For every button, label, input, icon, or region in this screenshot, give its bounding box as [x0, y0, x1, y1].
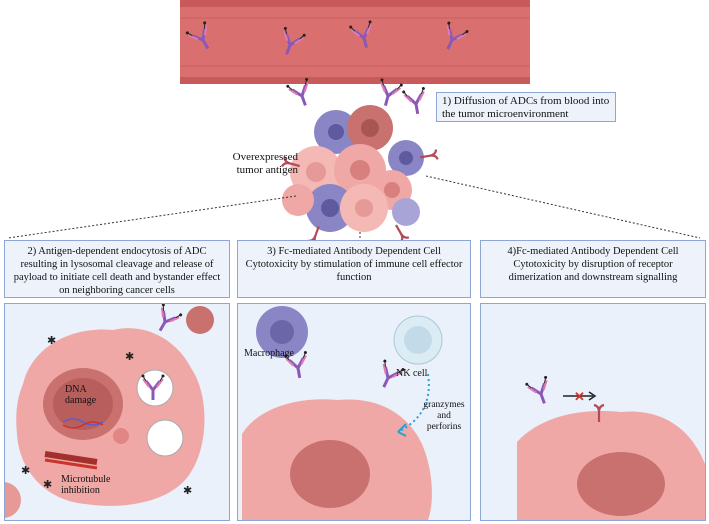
- overexpressed-antigen-label: Overexpressed tumor antigen: [232, 151, 298, 176]
- svg-text:✱: ✱: [183, 485, 192, 497]
- tumor-cluster: [282, 105, 424, 232]
- granzymes-label: granzymes and perforins: [423, 400, 465, 432]
- dna-damage-label: DNA damage: [65, 384, 97, 406]
- diffusing-adc-3: [400, 85, 431, 118]
- panel3-header: 3) Fc-mediated Antibody Dependent Cell C…: [237, 240, 471, 298]
- panel4-header: 4)Fc-mediated Antibody Dependent Cell Cy…: [480, 240, 706, 298]
- svg-text:✱: ✱: [43, 479, 52, 491]
- svg-text:✱: ✱: [21, 465, 30, 477]
- svg-text:✱: ✱: [47, 335, 56, 347]
- microtubule-label: Microtubule inhibition: [61, 474, 111, 496]
- svg-text:✕: ✕: [574, 389, 585, 404]
- panel3: Macrophage NK cell granzymes and perfori…: [237, 303, 471, 521]
- step1-label: 1) Diffusion of ADCs from blood into the…: [436, 92, 616, 122]
- panel2-illustration: ✱ ✱ ✱ ✱ ✱: [5, 304, 214, 518]
- blood-vessel: [180, 0, 530, 84]
- macrophage-label: Macrophage: [244, 348, 294, 359]
- panel2-header: 2) Antigen-dependent endocytosis of ADC …: [4, 240, 230, 298]
- nk-cell-label: NK cell: [396, 368, 428, 379]
- panel2: ✱ ✱ ✱ ✱ ✱ DNA damage Microtubule inhibit…: [4, 303, 230, 521]
- panel4-illustration: ✕: [517, 374, 705, 520]
- connector-lines: [7, 175, 701, 239]
- panel3-illustration: [242, 306, 443, 520]
- panel4: ✕: [480, 303, 706, 521]
- svg-text:✱: ✱: [125, 351, 134, 363]
